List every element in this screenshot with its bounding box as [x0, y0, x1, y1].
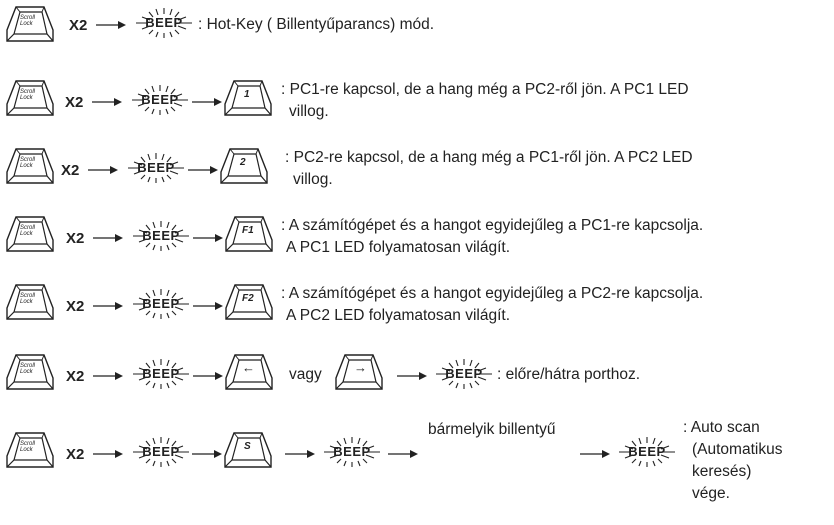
beep-burst: BEEP	[127, 434, 195, 470]
row-hotkey: Scroll Lock X2 BEEP : Hot-Key ( Billenty…	[0, 2, 834, 48]
scroll-lock-label: Scroll Lock	[20, 293, 36, 305]
arrow-right-icon	[96, 19, 126, 31]
key-label: →	[354, 360, 367, 375]
row-description-line1: : Auto scan	[683, 419, 760, 436]
scroll-lock-key-icon: Scroll Lock	[4, 430, 56, 470]
beep-label: BEEP	[145, 15, 183, 30]
beep-label: BEEP	[142, 366, 180, 381]
beep-burst: BEEP	[130, 5, 198, 41]
row-pc2-full: Scroll Lock X2 BEEP F2 : A számítógépet …	[0, 278, 834, 328]
scroll-lock-key-icon: Scroll Lock	[4, 78, 56, 118]
row-description-line1: : A számítógépet és a hangot egyidejűleg…	[281, 285, 704, 302]
beep-burst: BEEP	[127, 356, 195, 392]
arrow-right-icon	[93, 370, 123, 382]
times-two-label: X2	[69, 17, 88, 34]
row-auto-scan: Scroll Lock X2 BEEP S BEEP bármelyik bil…	[0, 418, 834, 525]
arrow-right-icon	[93, 300, 123, 312]
row-pc2: Scroll Lock X2 BEEP 2 : PC2-re kapcsol, …	[0, 142, 834, 192]
key-f1-icon: F1	[223, 214, 275, 254]
times-two-label: X2	[66, 230, 85, 247]
times-two-label: X2	[61, 162, 80, 179]
scroll-lock-key-icon: Scroll Lock	[4, 352, 56, 392]
key-s-icon: S	[222, 430, 274, 470]
arrow-right-icon	[397, 370, 427, 382]
beep-label: BEEP	[445, 366, 483, 381]
key-left-arrow-icon: ←	[223, 352, 275, 392]
scroll-lock-key-icon: Scroll Lock	[4, 4, 56, 44]
row-description-line2: (Automatikus	[692, 441, 783, 458]
arrow-right-icon	[580, 448, 610, 460]
arrow-right-icon	[193, 370, 223, 382]
beep-label: BEEP	[142, 296, 180, 311]
row-description-line2: villog.	[289, 103, 329, 120]
row-description-line2: A PC1 LED folyamatosan világít.	[286, 239, 511, 256]
row-description-line1: : PC2-re kapcsol, de a hang még a PC1-rő…	[285, 149, 693, 166]
beep-burst: BEEP	[127, 286, 195, 322]
scroll-lock-key-icon: Scroll Lock	[4, 214, 56, 254]
times-two-label: X2	[65, 94, 84, 111]
scroll-lock-label: Scroll Lock	[20, 441, 36, 453]
arrow-right-icon	[388, 448, 418, 460]
beep-burst: BEEP	[127, 218, 195, 254]
row-description-line1: : PC1-re kapcsol, de a hang még a PC2-rő…	[281, 81, 689, 98]
row-description-line1: : A számítógépet és a hangot egyidejűleg…	[281, 217, 704, 234]
beep-label: BEEP	[628, 444, 666, 459]
beep-burst: BEEP	[122, 150, 190, 186]
beep-label: BEEP	[137, 160, 175, 175]
row-description: : előre/hátra porthoz.	[497, 366, 641, 383]
row-pc1: Scroll Lock X2 BEEP 1 : PC1-re kapcsol, …	[0, 74, 834, 124]
key-label: 1	[244, 89, 250, 100]
arrow-right-icon	[93, 232, 123, 244]
arrow-right-icon	[285, 448, 315, 460]
scroll-lock-label: Scroll Lock	[20, 363, 36, 375]
beep-burst: BEEP	[318, 434, 386, 470]
beep-label: BEEP	[142, 228, 180, 243]
scroll-lock-key-icon: Scroll Lock	[4, 282, 56, 322]
key-label: F1	[242, 225, 254, 236]
scroll-lock-label: Scroll Lock	[20, 89, 36, 101]
row-pc1-full: Scroll Lock X2 BEEP F1 : A számítógépet …	[0, 210, 834, 260]
or-label: vagy	[289, 366, 322, 383]
times-two-label: X2	[66, 298, 85, 315]
arrow-right-icon	[93, 448, 123, 460]
row-description-line3: keresés)	[692, 463, 752, 480]
arrow-right-icon	[92, 96, 122, 108]
key-f2-icon: F2	[223, 282, 275, 322]
arrow-right-icon	[88, 164, 118, 176]
key-label: S	[244, 441, 251, 452]
beep-burst: BEEP	[430, 356, 498, 392]
key-1-icon: 1	[222, 78, 274, 118]
beep-label: BEEP	[333, 444, 371, 459]
key-label: ←	[242, 360, 255, 375]
key-2-icon: 2	[218, 146, 270, 186]
beep-label: BEEP	[142, 444, 180, 459]
beep-burst: BEEP	[613, 434, 681, 470]
times-two-label: X2	[66, 446, 85, 463]
row-port-cycle: Scroll Lock X2 BEEP ← vagy → BEEP : előr…	[0, 348, 834, 398]
scroll-lock-key-icon: Scroll Lock	[4, 146, 56, 186]
key-label: 2	[240, 157, 246, 168]
row-description: : Hot-Key ( Billentyűparancs) mód.	[198, 16, 435, 33]
scroll-lock-label: Scroll Lock	[20, 15, 36, 27]
row-description-line2: villog.	[293, 171, 333, 188]
arrow-right-icon	[193, 300, 223, 312]
row-description-line4: vége.	[692, 485, 730, 502]
arrow-right-icon	[193, 232, 223, 244]
beep-burst: BEEP	[126, 82, 194, 118]
times-two-label: X2	[66, 368, 85, 385]
scroll-lock-label: Scroll Lock	[20, 157, 36, 169]
arrow-right-icon	[192, 448, 222, 460]
arrow-right-icon	[192, 96, 222, 108]
any-key-label: bármelyik billentyű	[428, 421, 556, 438]
key-right-arrow-icon: →	[333, 352, 385, 392]
key-label: F2	[242, 293, 254, 304]
scroll-lock-label: Scroll Lock	[20, 225, 36, 237]
row-description-line2: A PC2 LED folyamatosan világít.	[286, 307, 511, 324]
arrow-right-icon	[188, 164, 218, 176]
beep-label: BEEP	[141, 92, 179, 107]
